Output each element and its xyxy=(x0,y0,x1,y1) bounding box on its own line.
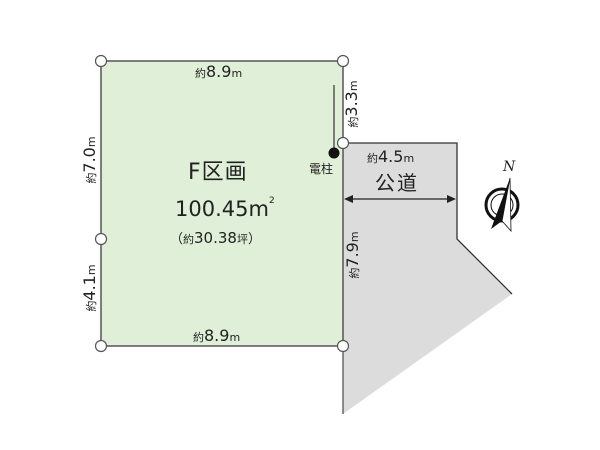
corner-marker xyxy=(336,54,350,68)
dim-unit: m xyxy=(348,231,361,243)
approx-prefix: 約 xyxy=(183,233,195,246)
north-arrow-icon xyxy=(484,177,520,233)
lot-area: 100.45m2 xyxy=(175,196,275,221)
corner-marker xyxy=(94,54,108,68)
dim-left-lower-label: 約4.1m xyxy=(80,260,99,316)
arrow-head-left xyxy=(344,195,353,203)
public-road-area xyxy=(343,143,512,414)
corner-marker xyxy=(336,339,350,353)
utility-pole-label: 電柱 xyxy=(309,162,334,176)
dim-value: 7.0 xyxy=(80,147,99,173)
area-unit: m xyxy=(248,197,269,221)
approx-prefix: 約 xyxy=(85,300,98,312)
approx-prefix: 約 xyxy=(193,331,204,344)
dim-unit: m xyxy=(85,136,98,148)
dim-road-width-label: 約4.5m xyxy=(367,149,414,165)
road-edge-line xyxy=(343,142,513,295)
approx-prefix: 約 xyxy=(347,116,360,128)
area-value: 100.45 xyxy=(175,197,249,221)
lot-tsubo: （約30.38坪） xyxy=(170,229,261,247)
dim-unit: m xyxy=(231,67,243,80)
dim-bottom-label: 約8.9m xyxy=(193,328,240,344)
dim-value: 7.9 xyxy=(343,242,362,268)
approx-prefix: 約 xyxy=(367,152,378,165)
corner-marker xyxy=(336,136,350,150)
corner-marker xyxy=(94,232,108,246)
paren-close: ） xyxy=(247,232,261,247)
approx-prefix: 約 xyxy=(348,267,361,279)
lot-f-area xyxy=(100,60,344,347)
dim-unit: m xyxy=(403,152,415,165)
dim-right-lower-label: 約7.9m xyxy=(343,227,362,283)
utility-pole-marker xyxy=(328,147,340,159)
dim-value: 8.9 xyxy=(204,326,230,345)
compass-north-label: N xyxy=(503,159,516,175)
dim-unit: m xyxy=(347,80,360,92)
dim-value: 8.9 xyxy=(206,62,232,81)
lot-name: F区画 xyxy=(188,160,248,185)
dim-value: 4.5 xyxy=(378,147,404,166)
dim-unit: m xyxy=(85,264,98,276)
approx-prefix: 約 xyxy=(195,67,206,80)
paren-open: （ xyxy=(170,232,184,247)
tsubo-value: 30.38 xyxy=(194,229,237,247)
dim-left-upper-label: 約7.0m xyxy=(80,132,99,188)
road-label: 公道 xyxy=(375,171,419,195)
tsubo-unit: 坪 xyxy=(236,233,248,246)
dim-value: 3.3 xyxy=(342,91,361,117)
dim-right-upper-label: 約3.3m xyxy=(342,76,361,132)
arrow-head-right xyxy=(447,195,456,203)
dim-value: 4.1 xyxy=(80,275,99,301)
dim-unit: m xyxy=(229,331,241,344)
approx-prefix: 約 xyxy=(85,172,98,184)
corner-marker xyxy=(94,339,108,353)
area-unit-superscript: 2 xyxy=(268,196,275,206)
dim-top-label: 約8.9m xyxy=(195,64,242,80)
